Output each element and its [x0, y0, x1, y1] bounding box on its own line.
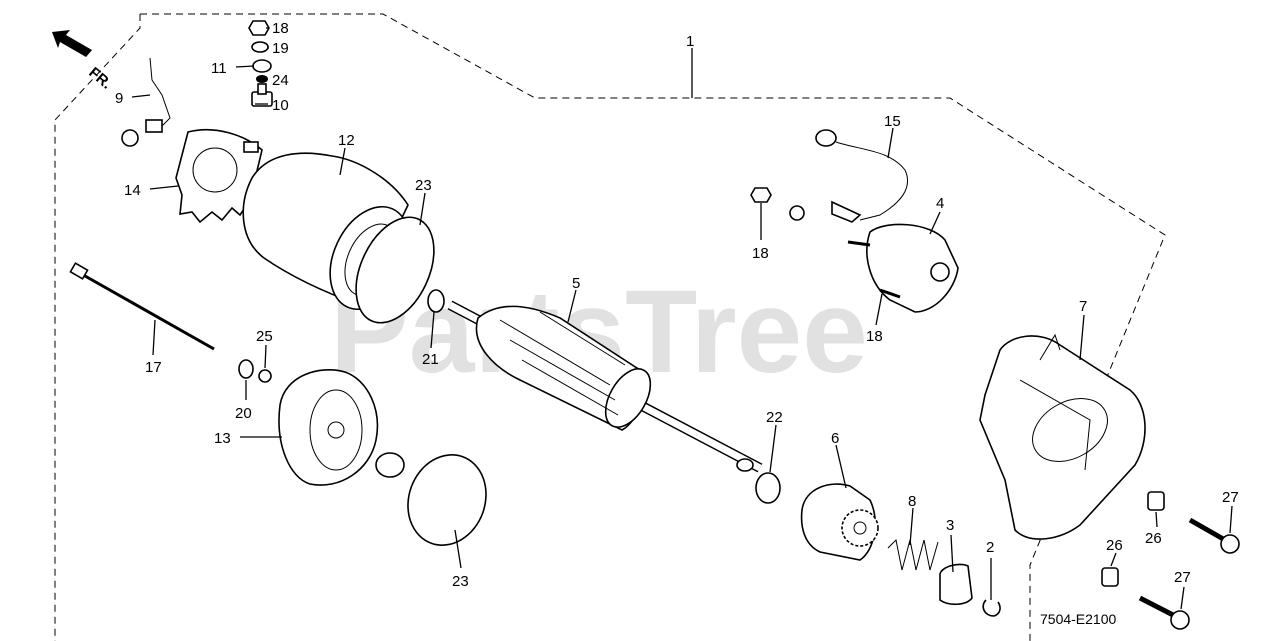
spring-part — [887, 538, 939, 571]
callout-19: 19 — [272, 40, 289, 57]
callout-17: 17 — [145, 359, 162, 376]
callout-20: 20 — [235, 405, 252, 422]
snap-ring-part — [982, 599, 1001, 617]
callout-4: 4 — [936, 195, 944, 212]
callout-numbers: 1 2 3 4 5 6 7 8 9 10 11 12 13 14 15 17 1… — [115, 20, 1239, 590]
pinion-gear-part — [800, 483, 879, 561]
solenoid-part — [847, 223, 959, 313]
callout-26-lower: 26 — [1106, 537, 1123, 554]
callout-18-lower: 18 — [866, 328, 883, 345]
callout-9: 9 — [115, 90, 123, 107]
callout-27-upper: 27 — [1222, 489, 1239, 506]
callout-13: 13 — [214, 430, 231, 447]
front-housing-part — [979, 333, 1146, 540]
callout-12: 12 — [338, 132, 355, 149]
callout-18-right: 18 — [752, 245, 769, 262]
callout-24: 24 — [272, 72, 289, 89]
callout-8: 8 — [908, 493, 916, 510]
bushing-part — [375, 452, 405, 478]
callout-10: 10 — [272, 97, 289, 114]
sleeve-part — [939, 563, 973, 606]
brush-lead-part — [121, 57, 171, 147]
through-bolt-part — [69, 262, 215, 351]
washer-22-part — [755, 472, 781, 504]
callout-18-top: 18 — [272, 20, 289, 37]
brush-holder-part — [175, 128, 263, 224]
drawing-code: 7504-E2100 — [1040, 611, 1117, 627]
callout-22: 22 — [766, 409, 783, 426]
leader-lines — [131, 27, 1233, 610]
callout-25: 25 — [256, 328, 273, 345]
direction-label: FR. — [85, 64, 114, 93]
callout-21: 21 — [422, 351, 439, 368]
callout-26-upper: 26 — [1145, 530, 1162, 547]
callout-1: 1 — [686, 33, 694, 50]
callout-2: 2 — [986, 539, 994, 556]
dowel-26-lower-part — [1101, 567, 1119, 587]
front-direction-arrow-icon — [52, 30, 92, 57]
nut-25-part — [258, 369, 272, 383]
nut-18-mid-part — [789, 205, 805, 221]
callout-23-lower: 23 — [452, 573, 469, 590]
bolt-27-upper-part — [1188, 517, 1240, 554]
armature-part — [447, 300, 763, 473]
assembly-boundary-left — [54, 14, 141, 641]
callout-23-upper: 23 — [415, 177, 432, 194]
rear-cover-part — [278, 369, 379, 486]
callout-7: 7 — [1079, 298, 1087, 315]
callout-14: 14 — [124, 182, 141, 199]
callout-6: 6 — [831, 430, 839, 447]
cable-part — [815, 129, 909, 223]
washer-21-part — [427, 289, 445, 313]
o-ring-upper-part — [355, 216, 435, 324]
o-ring-lower-part — [407, 454, 487, 546]
washer-20-part — [238, 359, 254, 379]
callout-5: 5 — [572, 275, 580, 292]
dowel-26-upper-part — [1147, 491, 1165, 511]
callout-3: 3 — [946, 517, 954, 534]
terminal-part — [251, 83, 273, 107]
callout-11: 11 — [211, 60, 227, 77]
nut-washer-stack — [248, 20, 272, 83]
bolt-27-lower-part — [1138, 595, 1190, 630]
nut-18-upper-part — [750, 187, 772, 203]
callout-27-lower: 27 — [1174, 569, 1191, 586]
assembly-boundary — [140, 13, 1166, 641]
callout-15: 15 — [884, 113, 901, 130]
